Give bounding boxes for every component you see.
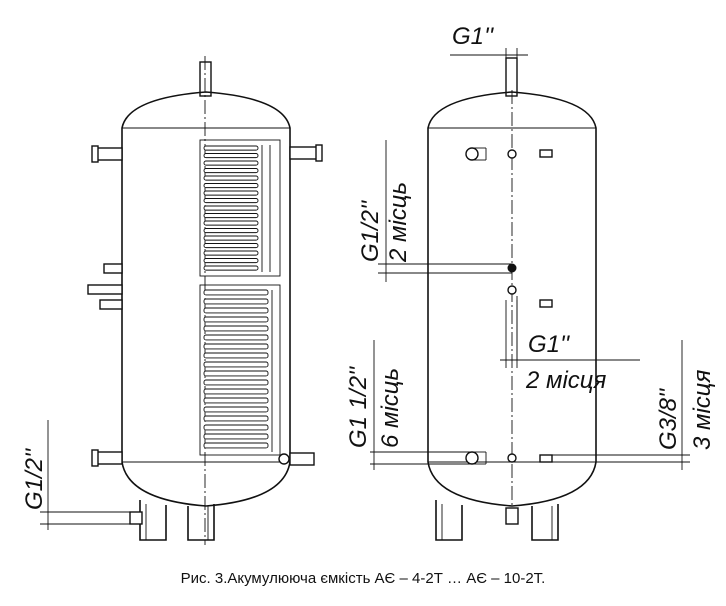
left-leg-1 <box>139 500 167 541</box>
lower-connection-count-label: 6 місць <box>377 368 404 448</box>
coil-turn <box>203 388 269 395</box>
left-fitting-1 <box>95 147 123 161</box>
lower-connection-size-label: G1 1/2'' <box>345 365 372 448</box>
coil-turn <box>203 415 269 422</box>
upper-sensor-port <box>539 149 553 158</box>
upper-connection-size-label: G1/2'' <box>357 199 384 262</box>
coil-turn <box>203 243 259 249</box>
upper-heat-exchanger-coil <box>203 145 259 271</box>
bottom-drain-left <box>129 511 143 525</box>
top-connection-label: G1'' <box>452 23 495 50</box>
coil-turn <box>203 361 269 368</box>
middle-port-2 <box>507 285 517 295</box>
left-fitting-4 <box>99 299 123 310</box>
coil-turn <box>203 198 259 204</box>
right-leg-1 <box>435 500 463 541</box>
coil-turn <box>203 442 269 449</box>
coil-turn <box>203 316 269 323</box>
top-fitting-left <box>199 61 212 97</box>
middle-sensor-port <box>539 299 553 308</box>
left-fitting-5 <box>95 451 123 465</box>
coil-turn <box>203 370 269 377</box>
left-fitting-3 <box>87 284 123 295</box>
upper-port-center <box>507 149 517 159</box>
coil-turn <box>203 379 269 386</box>
coil-turn <box>203 145 259 151</box>
upper-port-left <box>465 147 487 161</box>
coil-turn <box>203 433 269 440</box>
right-tank-view <box>370 48 690 541</box>
coil-turn <box>203 334 269 341</box>
coil-turn <box>203 250 259 256</box>
sensor-connection-size-label: G3/8'' <box>655 387 682 450</box>
bottom-drain-right <box>505 507 519 525</box>
lower-port-center <box>507 453 517 463</box>
left-tank-section <box>40 56 323 545</box>
coil-turn <box>203 352 269 359</box>
coil-turn <box>203 289 269 296</box>
top-fitting-right <box>505 57 518 97</box>
upper-coil-inlet <box>289 146 319 160</box>
lower-sensor-port <box>539 454 553 463</box>
coil-turn <box>203 228 259 234</box>
coil-turn <box>203 153 259 159</box>
coil-turn <box>203 190 259 196</box>
coil-turn <box>203 397 269 404</box>
left-leg-2 <box>187 504 215 541</box>
sensor-connection-count-label: 3 місця <box>689 369 716 450</box>
coil-turn <box>203 213 259 219</box>
coil-turn <box>203 265 259 271</box>
coil-turn <box>203 168 259 174</box>
coil-turn <box>203 424 269 431</box>
coil-turn <box>203 160 259 166</box>
coil-turn <box>203 175 259 181</box>
middle-connection-size-label: G1'' <box>528 331 571 358</box>
lower-coil-outlet <box>289 452 315 466</box>
coil-turn <box>203 183 259 189</box>
coil-turn <box>203 307 269 314</box>
middle-connection-count-label: 2 місця <box>525 367 607 394</box>
coil-turn <box>203 298 269 305</box>
coil-turn <box>203 325 269 332</box>
coil-turn <box>203 235 259 241</box>
right-leg-2 <box>531 504 559 541</box>
upper-connection-count-label: 2 місць <box>385 182 412 263</box>
coil-turn <box>203 205 259 211</box>
left-fitting-2 <box>103 263 123 274</box>
coil-turn <box>203 220 259 226</box>
lower-heat-exchanger-coil <box>203 289 269 449</box>
coil-turn <box>203 258 259 264</box>
coil-turn <box>203 406 269 413</box>
coil-turn <box>203 343 269 350</box>
figure-caption: Рис. 3.Акумулююча ємкість АЄ – 4-2Т … АЄ… <box>180 570 546 587</box>
left-side-connection-label: G1/2'' <box>21 447 48 510</box>
middle-port-1 <box>507 263 517 273</box>
